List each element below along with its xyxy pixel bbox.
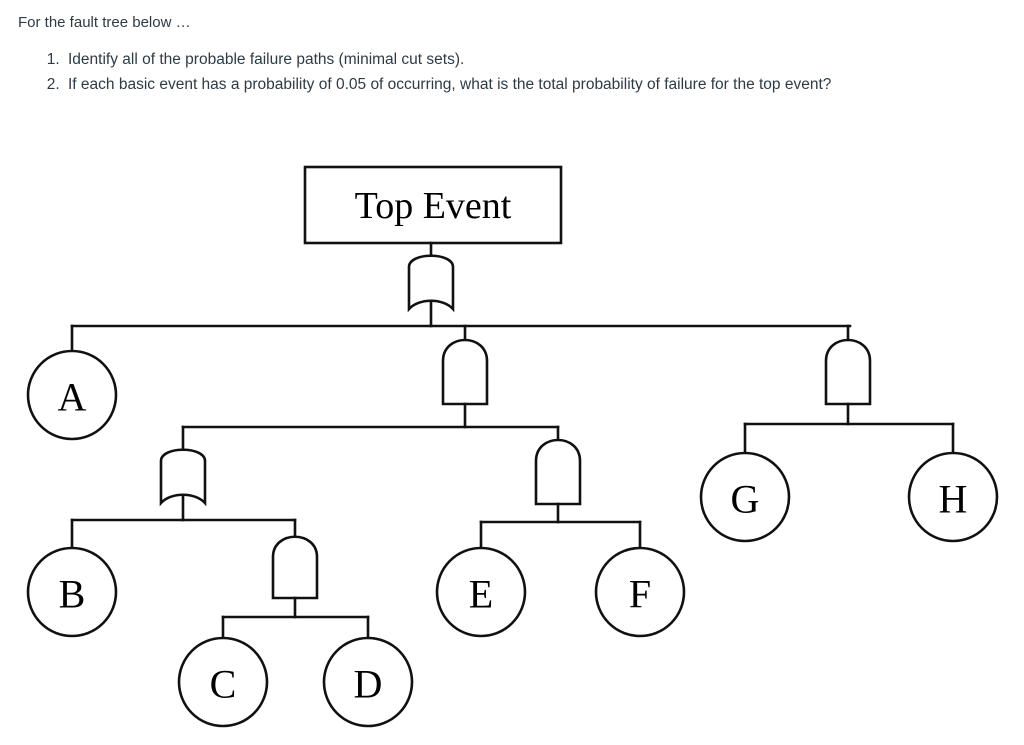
basic-event-E-circle bbox=[435, 546, 527, 638]
basic-event-F-label: F bbox=[629, 572, 651, 617]
gate-G4-shape bbox=[534, 438, 582, 506]
top-event-label: Top Event bbox=[355, 185, 512, 227]
gate-G4-and bbox=[534, 438, 582, 524]
basic-event-H-label: H bbox=[939, 477, 968, 522]
top-event-node: Top Event bbox=[303, 165, 563, 245]
basic-event-A-label: A bbox=[58, 375, 87, 420]
fault-tree-svg: Top Event A bbox=[26, 165, 999, 728]
basic-event-B: B bbox=[26, 546, 118, 638]
gate-G5-shape bbox=[271, 535, 319, 600]
basic-event-D-circle bbox=[322, 636, 414, 728]
question-list: Identify all of the probable failure pat… bbox=[18, 48, 1006, 97]
fault-tree-diagram: Top Event A bbox=[0, 148, 1024, 745]
basic-event-G: G bbox=[699, 451, 791, 543]
basic-event-D-label: D bbox=[354, 662, 383, 707]
bus-gate-G3 bbox=[70, 518, 297, 550]
basic-event-B-label: B bbox=[59, 572, 86, 617]
gate-G2-and bbox=[824, 338, 872, 426]
basic-event-H: H bbox=[907, 451, 999, 543]
gate-G5-and bbox=[271, 535, 319, 619]
basic-event-F-circle bbox=[594, 546, 686, 638]
basic-event-H-circle bbox=[907, 451, 999, 543]
gate-G3-shape bbox=[159, 448, 207, 507]
gate-G0-or bbox=[407, 241, 455, 328]
basic-event-E: E bbox=[435, 546, 527, 638]
basic-event-C-label: C bbox=[210, 662, 237, 707]
question-item-2: If each basic event has a probability of… bbox=[64, 73, 1006, 96]
basic-event-D: D bbox=[322, 636, 414, 728]
basic-event-A: A bbox=[26, 349, 118, 441]
bus-gate-G4 bbox=[479, 520, 642, 550]
top-event-box bbox=[303, 165, 563, 245]
gate-G2-shape bbox=[824, 338, 872, 406]
basic-event-C-circle bbox=[177, 636, 269, 728]
gate-G0-shape bbox=[407, 254, 455, 313]
gate-G1-and bbox=[441, 338, 489, 429]
basic-event-B-circle bbox=[26, 546, 118, 638]
bus-gate-G5 bbox=[221, 615, 370, 642]
basic-event-E-label: E bbox=[469, 572, 493, 617]
basic-event-F: F bbox=[594, 546, 686, 638]
gate-G1-shape bbox=[441, 338, 489, 406]
question-item-1: Identify all of the probable failure pat… bbox=[64, 48, 1006, 71]
gate-G3-or bbox=[159, 448, 207, 522]
basic-event-C: C bbox=[177, 636, 269, 728]
basic-event-A-circle bbox=[26, 349, 118, 441]
basic-event-G-circle bbox=[699, 451, 791, 543]
bus-gate-G2 bbox=[743, 422, 955, 455]
intro-line: For the fault tree below … bbox=[18, 14, 191, 31]
basic-event-G-label: G bbox=[731, 477, 760, 522]
prompt-block: For the fault tree below … Identify all … bbox=[0, 0, 1024, 96]
bus-gate-G1 bbox=[181, 425, 560, 454]
